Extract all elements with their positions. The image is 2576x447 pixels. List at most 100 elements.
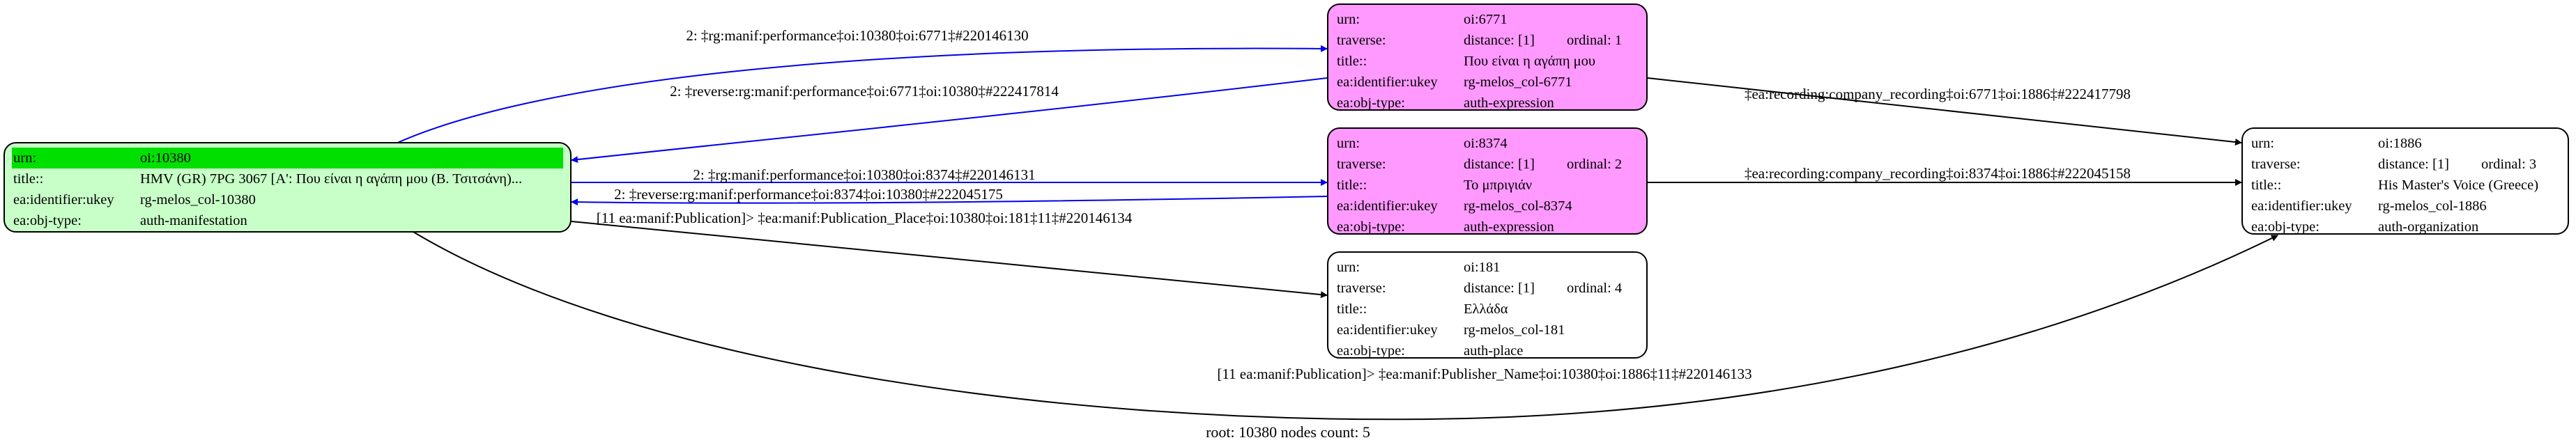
- edge-company-6771-1886: [1647, 77, 2242, 146]
- row-value: oi:8374: [1464, 136, 1508, 151]
- row-key: ea:obj-type:: [2251, 219, 2320, 235]
- node-row-ukey: ea:identifier:ukey rg-melos_col-8374: [1335, 196, 1639, 217]
- ordinal-value: ordinal: 2: [1567, 157, 1623, 172]
- edge-label-e1: 2: ‡rg:manif:performance‡oi:10380‡oi:677…: [686, 27, 1028, 44]
- row-value: auth-expression: [1464, 95, 1554, 111]
- row-value: oi:181: [1464, 260, 1501, 275]
- edge-label-e2: 2: ‡reverse:rg:manif:performance‡oi:6771…: [670, 83, 1059, 100]
- distance-value: distance: [1]: [1464, 281, 1535, 296]
- node-row-title: title::Το μπριγιάν: [1335, 175, 1639, 196]
- row-key: ea:obj-type:: [1337, 219, 1405, 235]
- node-181-table: urn: oi:181 traverse: distance: [1] ordinal…: [1335, 257, 1639, 361]
- row-value: rg-melos_col-6771: [1464, 74, 1572, 90]
- row-value: HMV (GR) 7PG 3067 [Α': Που είναι η αγάπη…: [140, 171, 523, 187]
- row-value: rg-melos_col-181: [1464, 322, 1565, 338]
- row-value: auth-organization: [2378, 219, 2479, 235]
- edge-reverse-8374-10380: [571, 196, 1328, 206]
- row-key: ea:identifier:ukey: [1337, 74, 1438, 90]
- row-key: title::: [1337, 301, 1367, 317]
- distance-value: distance: [1]: [1464, 157, 1535, 172]
- node-row-title: title::Ελλάδα: [1335, 299, 1639, 320]
- row-key: traverse:: [1337, 157, 1386, 172]
- row-value: distance: [1] ordinal: 3: [2377, 154, 2561, 175]
- row-key: title::: [13, 171, 44, 187]
- edge-publication-place-10380-181: [571, 221, 1328, 299]
- node-row-ukey: ea:identifier:ukey rg-melos_col-6771: [1335, 72, 1639, 93]
- node-row-title: title::His Master's Voice (Greece): [2250, 175, 2561, 196]
- node-row-title: title::Που είναι η αγάπη μου: [1335, 51, 1639, 72]
- row-key: ea:obj-type:: [1337, 343, 1405, 359]
- row-key: urn:: [1337, 136, 1360, 151]
- distance-value: distance: [1]: [2378, 157, 2449, 172]
- row-key: urn:: [12, 148, 139, 168]
- row-value: auth-place: [1464, 343, 1524, 359]
- row-key: traverse:: [1337, 33, 1386, 48]
- node-row-urn: urn: oi:1886: [2250, 133, 2561, 154]
- ordinal-value: ordinal: 1: [1567, 33, 1623, 48]
- row-value: distance: [1] ordinal: 1: [1462, 30, 1639, 51]
- row-value: rg-melos_col-10380: [140, 192, 256, 207]
- node-row-objtype: ea:obj-type: auth-place: [1335, 340, 1639, 361]
- node-row-urn: urn: oi:10380: [12, 148, 563, 168]
- row-value: distance: [1] ordinal: 2: [1462, 154, 1639, 175]
- node-10380[interactable]: urn: oi:10380 title:: HMV (GR) 7PG 3067 …: [3, 142, 572, 233]
- row-value: Που είναι η αγάπη μου: [1464, 54, 1596, 69]
- node-row-objtype: ea:obj-type: auth-expression: [1335, 217, 1639, 237]
- node-1886-table: urn: oi:1886 traverse: distance: [1] ordina…: [2250, 133, 2561, 237]
- row-key: ea:identifier:ukey: [1337, 198, 1438, 214]
- row-key: title::: [1337, 178, 1367, 193]
- node-1886[interactable]: urn: oi:1886 traverse: distance: [1] ordina…: [2241, 127, 2569, 235]
- row-value: oi:10380: [139, 148, 563, 168]
- node-row-traverse: traverse: distance: [1] ordinal: 4: [1335, 278, 1639, 299]
- node-row-urn: urn: oi:181: [1335, 257, 1639, 278]
- row-value: oi:6771: [1464, 12, 1508, 27]
- row-key: ea:obj-type:: [13, 213, 82, 228]
- row-value: distance: [1] ordinal: 4: [1462, 278, 1639, 299]
- node-row-traverse: traverse: distance: [1] ordinal: 3: [2250, 154, 2561, 175]
- edge-label-e6: ‡ea:recording:company_recording‡oi:6771‡…: [1745, 86, 2131, 102]
- node-row-urn: urn: oi:8374: [1335, 133, 1639, 154]
- edge-publisher-name-10380-1886: [409, 229, 2278, 421]
- row-key: ea:identifier:ukey: [2251, 198, 2352, 214]
- ordinal-value: ordinal: 3: [2481, 157, 2537, 172]
- ordinal-value: ordinal: 4: [1567, 281, 1623, 296]
- edge-label-e5: [11 ea:manif:Publication]> ‡ea:manif:Pub…: [597, 210, 1133, 226]
- node-row-ukey: ea:identifier:ukey rg-melos_col-1886: [2250, 196, 2561, 217]
- row-key: urn:: [1337, 12, 1360, 27]
- node-181[interactable]: urn: oi:181 traverse: distance: [1] ordinal…: [1327, 251, 1648, 359]
- node-row-objtype: ea:obj-type: auth-manifestation: [12, 210, 563, 231]
- node-row-traverse: traverse: distance: [1] ordinal: 2: [1335, 154, 1639, 175]
- node-row-title: title:: HMV (GR) 7PG 3067 [Α': Που είναι…: [12, 168, 563, 189]
- node-row-urn: urn: oi:6771: [1335, 9, 1639, 30]
- row-value: Το μπριγιάν: [1464, 178, 1533, 193]
- row-key: ea:identifier:ukey: [13, 192, 114, 207]
- row-value: rg-melos_col-8374: [1464, 198, 1572, 214]
- graph-footer: root: 10380 nodes count: 5: [1206, 423, 1370, 441]
- node-row-objtype: ea:obj-type: auth-expression: [1335, 93, 1639, 113]
- row-key: title::: [2251, 178, 2282, 193]
- row-value: oi:1886: [2378, 136, 2422, 151]
- node-8374[interactable]: urn: oi:8374 traverse: distance: [1] ordina…: [1327, 127, 1648, 235]
- node-row-traverse: traverse: distance: [1] ordinal: 1: [1335, 30, 1639, 51]
- row-value: rg-melos_col-1886: [2378, 198, 2487, 214]
- row-key: title::: [1337, 54, 1367, 69]
- row-value: auth-manifestation: [140, 213, 247, 228]
- distance-value: distance: [1]: [1464, 33, 1535, 48]
- row-key: traverse:: [1337, 281, 1386, 296]
- node-6771-table: urn: oi:6771 traverse: distance: [1] ordina…: [1335, 9, 1639, 113]
- edge-reverse-6771-10380: [571, 77, 1328, 164]
- node-row-objtype: ea:obj-type: auth-organization: [2250, 217, 2561, 237]
- row-key: traverse:: [2251, 157, 2301, 172]
- edge-label-e7: ‡ea:recording:company_recording‡oi:8374‡…: [1745, 165, 2131, 182]
- row-value: auth-expression: [1464, 219, 1554, 235]
- row-value: His Master's Voice (Greece): [2378, 178, 2539, 193]
- row-key: urn:: [2251, 136, 2275, 151]
- row-key: urn:: [1337, 260, 1360, 275]
- node-6771[interactable]: urn: oi:6771 traverse: distance: [1] ordina…: [1327, 3, 1648, 111]
- row-key: ea:obj-type:: [1337, 95, 1405, 111]
- node-8374-table: urn: oi:8374 traverse: distance: [1] ordina…: [1335, 133, 1639, 237]
- edge-label-e8: [11 ea:manif:Publication]> ‡ea:manif:Pub…: [1217, 366, 1751, 382]
- edge-label-e3: 2: ‡rg:manif:performance‡oi:10380‡oi:837…: [693, 166, 1035, 183]
